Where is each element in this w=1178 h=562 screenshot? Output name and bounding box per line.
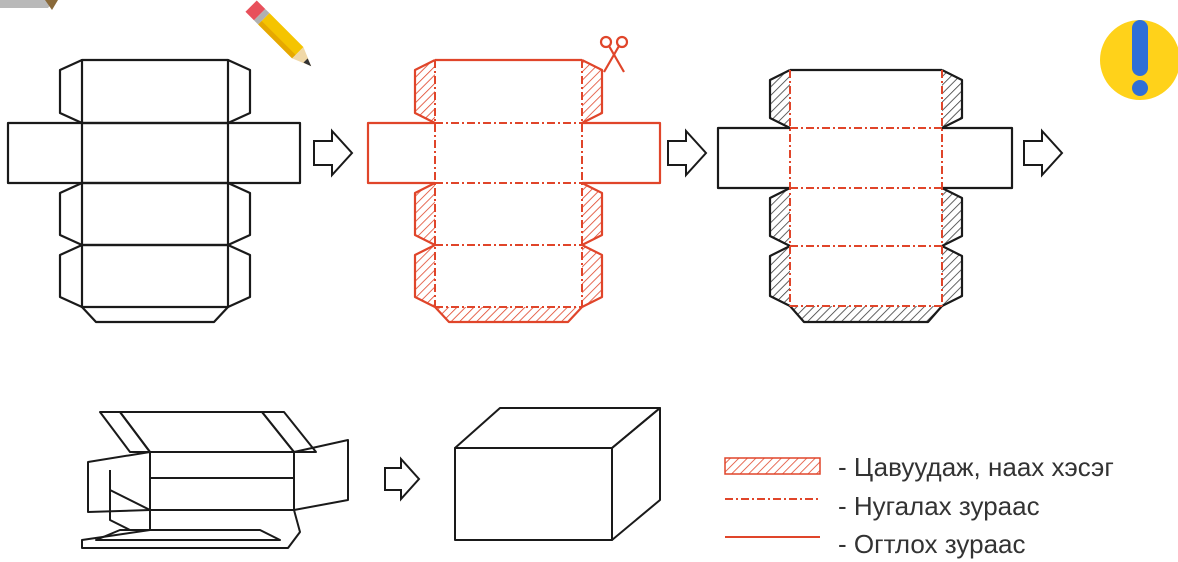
decor-corner-icon	[0, 0, 58, 10]
net-plain	[6, 58, 302, 324]
legend: - Цавуудаж, наах хэсэг - Нугалах зураас …	[724, 452, 1114, 559]
legend-glue-label: - Цавуудаж, наах хэсэг	[838, 452, 1114, 482]
net-marked-red	[366, 58, 662, 324]
legend-fold-label: - Нугалах зураас	[838, 491, 1040, 521]
arrow-right-icon	[384, 456, 421, 502]
box-folding	[81, 411, 349, 549]
pencil-icon	[245, 0, 312, 67]
box-finished	[454, 407, 661, 541]
arrow-right-icon	[667, 128, 708, 178]
scissors-icon	[599, 35, 629, 73]
arrow-right-icon	[313, 128, 354, 178]
exclamation-icon	[1100, 20, 1178, 100]
net-cut-out	[716, 68, 1014, 324]
legend-glue-swatch	[724, 457, 821, 475]
legend-cut-label: - Огтлох зураас	[838, 529, 1026, 559]
arrow-right-icon	[1023, 128, 1064, 178]
